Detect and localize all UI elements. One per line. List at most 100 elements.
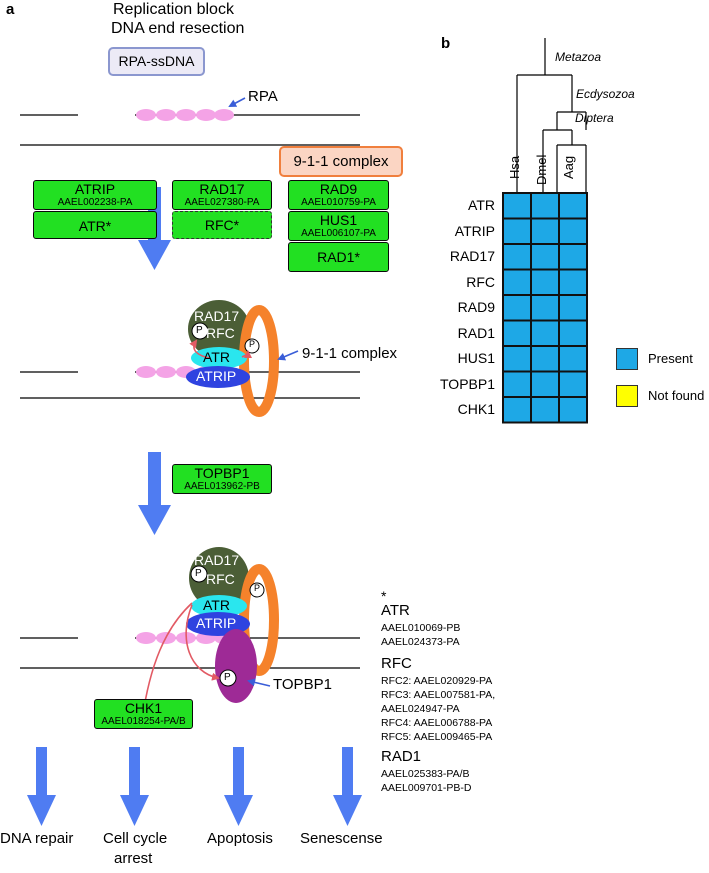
- topbp1-pointer: [247, 678, 271, 687]
- matrix-cell: [558, 370, 588, 398]
- matrix-cell: [530, 345, 560, 373]
- chk1-box-name: CHK1: [124, 700, 163, 716]
- note-rfc-id-3: AAEL024947-PA: [381, 703, 460, 715]
- matrix-cell: [530, 192, 560, 220]
- complex1-p-rad17: P: [196, 325, 203, 336]
- ring-911-pointer: [277, 350, 299, 361]
- legend-present-label: Present: [648, 351, 693, 366]
- topbp1-shape: [215, 629, 257, 703]
- flow-arrow-2: [138, 452, 171, 535]
- rad9-box-id: AAEL010759-PA: [301, 197, 376, 208]
- rpa-label: RPA: [248, 88, 278, 105]
- rad17-box-id: AAEL027380-PA: [184, 197, 260, 208]
- panel-a-label: a: [6, 1, 15, 18]
- phospho-rad17-1: [191, 322, 209, 340]
- presence-matrix: [502, 192, 588, 424]
- note-rfc-id-1: RFC2: AAEL020929-PA: [381, 675, 493, 687]
- note-rfc-gene: RFC: [381, 655, 412, 672]
- matrix-cell: [558, 243, 588, 271]
- matrix-gene-label: TOPBP1: [440, 375, 495, 392]
- topbp1-box-name: TOPBP1: [194, 465, 250, 481]
- note-rfc-id-5: RFC5: AAEL009465-PA: [381, 731, 493, 743]
- matrix-cell: [530, 217, 560, 245]
- complex2-p-911: P: [254, 583, 261, 593]
- complex2-rfc-label: RFC: [206, 571, 235, 587]
- matrix-gene-label: RAD1: [457, 324, 495, 341]
- clade-ecdysozoa: Ecdysozoa: [576, 87, 635, 101]
- rpa-pointer-arrow: [228, 97, 246, 107]
- phospho-rad17-2: [190, 565, 208, 583]
- caption-dna-end-resection: DNA end resection: [111, 20, 245, 37]
- note-star: *: [381, 588, 387, 604]
- note-atr-id-2: AAEL024373-PA: [381, 636, 460, 648]
- matrix-cell: [530, 370, 560, 398]
- note-atr-id-1: AAEL010069-PB: [381, 622, 461, 634]
- rad17-rfc-shape-2: [189, 547, 249, 609]
- outcome-arrows: [27, 747, 362, 826]
- matrix-gene-label: ATRIP: [454, 222, 495, 239]
- hus1-box-id: AAEL006107-PA: [301, 228, 376, 239]
- clade-diptera: Diptera: [575, 111, 614, 125]
- phospho-topbp1: [219, 669, 237, 687]
- topbp1-box: TOPBP1 AAEL013962-PB: [172, 464, 272, 494]
- matrix-cell: [558, 268, 588, 296]
- rad17-box: RAD17 AAEL027380-PA: [172, 180, 272, 210]
- rfc-box: RFC*: [172, 211, 272, 239]
- clade-metazoa: Metazoa: [555, 50, 602, 64]
- matrix-gene-label: ATR: [468, 197, 495, 213]
- topbp1-label: TOPBP1: [273, 676, 332, 693]
- hus1-box-name: HUS1: [319, 212, 358, 228]
- caption-replication-block: Replication block: [113, 1, 234, 18]
- atr-shape-1: [191, 347, 247, 369]
- matrix-cell: [530, 294, 560, 322]
- ring-911-label: 9-1-1 complex: [302, 345, 398, 362]
- outcome-cell-cycle: Cell cycle: [103, 830, 168, 847]
- matrix-gene-label: RAD17: [449, 248, 495, 264]
- matrix-cell: [558, 396, 588, 424]
- outcome-arrest: arrest: [114, 850, 153, 867]
- phospho-arrow-1b: [241, 350, 252, 359]
- complex1-atr-label: ATR: [203, 349, 230, 365]
- matrix-cell: [530, 268, 560, 296]
- matrix-cell: [558, 192, 588, 220]
- matrix-cell: [502, 243, 532, 271]
- matrix-cell: [502, 319, 532, 347]
- panel-b-label: b: [441, 35, 451, 52]
- matrix-cell: [502, 370, 532, 398]
- legend-not-found-swatch: [616, 385, 638, 407]
- note-rfc-id-2: RFC3: AAEL007581-PA,: [381, 689, 496, 701]
- rad1-box: RAD1*: [288, 242, 389, 272]
- legend-not-found-label: Not found: [648, 388, 705, 403]
- atr-box: ATR*: [33, 211, 157, 239]
- species-dmel: Dmel: [534, 154, 549, 185]
- rad17-rfc-shape-1: [188, 300, 250, 358]
- rad9-box: RAD9 AAEL010759-PA: [288, 180, 389, 210]
- outcome-senescense: Senescense: [300, 830, 383, 847]
- atrip-box-name: ATRIP: [74, 181, 116, 197]
- matrix-cell: [558, 294, 588, 322]
- phylo-tree: [516, 38, 587, 193]
- rfc-box-name: RFC*: [204, 217, 240, 233]
- chk1-box: CHK1 AAEL018254-PA/B: [94, 699, 193, 729]
- rpa-beads-stage1: [136, 109, 234, 121]
- complex1-atrip-label: ATRIP: [196, 368, 237, 384]
- note-rad1-id-1: AAEL025383-PA/B: [381, 768, 470, 780]
- matrix-cell: [558, 217, 588, 245]
- matrix-cell: [530, 243, 560, 271]
- phospho-arrow-2b: [185, 604, 220, 681]
- rad17-box-name: RAD17: [199, 181, 245, 197]
- species-hsa: Hsa: [507, 155, 522, 179]
- matrix-cell: [502, 192, 532, 220]
- matrix-cell: [502, 268, 532, 296]
- matrix-cell: [558, 345, 588, 373]
- atrip-box-id: AAEL002238-PA: [57, 197, 133, 208]
- matrix-cell: [530, 396, 560, 424]
- complex2-p-topbp1: P: [224, 672, 231, 683]
- complex2-p-rad17: P: [195, 568, 202, 579]
- complex1-rad17-label: RAD17: [194, 308, 240, 324]
- complex2-atr-label: ATR: [203, 597, 230, 613]
- complex1-rfc-label: RFC: [206, 325, 235, 341]
- matrix-cell: [558, 319, 588, 347]
- phospho-911-1: [244, 338, 260, 354]
